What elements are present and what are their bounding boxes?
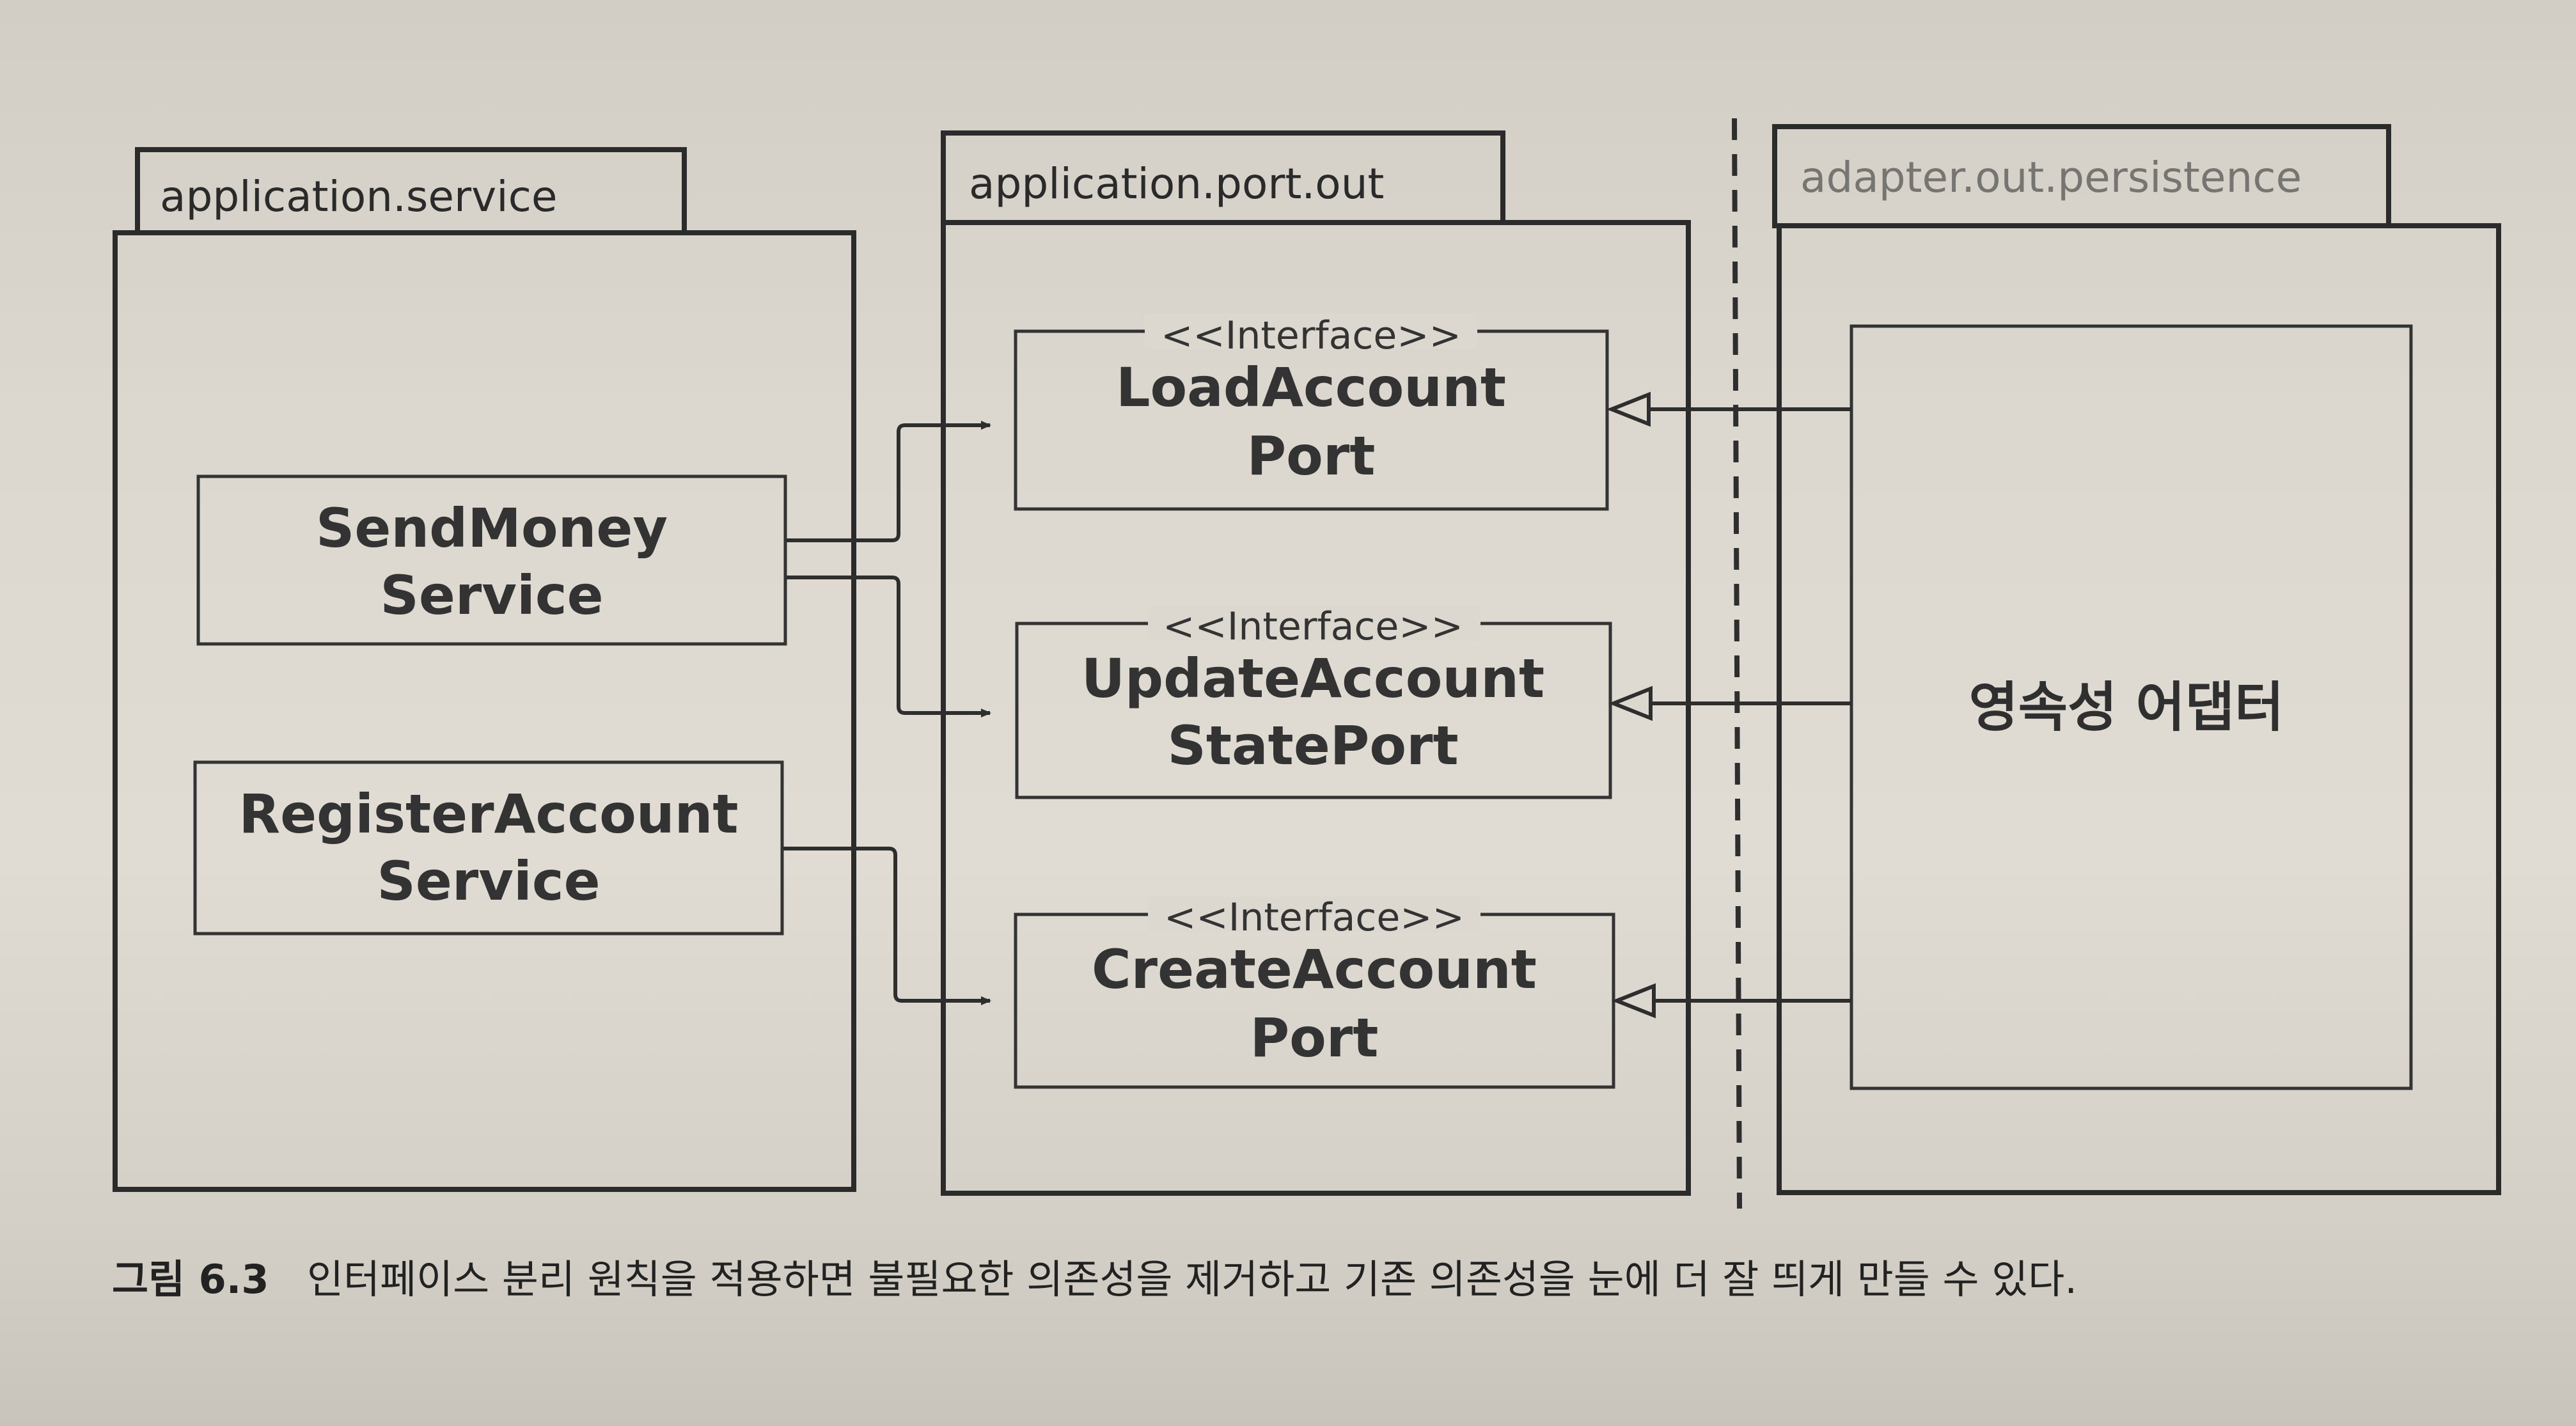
figure-number: 그림 6.3 [112,1256,269,1303]
package-application-service: application.service [113,147,856,1192]
package-body [113,230,856,1192]
create-account-label-line2: Port [1250,1007,1379,1069]
send-money-label-line1: SendMoney [316,497,668,560]
update-account-label-line1: UpdateAccount [1081,647,1544,710]
realization-update-account-state [1608,686,1851,721]
package-body [1777,223,2501,1195]
update-account-label-line2: StatePort [1167,714,1458,777]
create-account-port-box: <<Interface>> CreateAccount Port [1014,895,1615,1089]
interface-stereotype: <<Interface>> [1164,895,1465,940]
register-account-label-line2: Service [377,850,600,913]
realization-load-account [1606,391,1851,427]
realization-create-account [1611,983,1851,1019]
arrow-send-money-to-load-account [787,421,991,542]
package-label-port-out: application.port.out [969,159,1384,208]
create-account-label-line1: CreateAccount [1092,938,1537,1001]
interface-stereotype: <<Interface>> [1161,313,1461,358]
package-label-persistence: adapter.out.persistence [1800,153,2302,202]
arrow-register-account-to-create-account [783,847,991,1005]
package-body [941,220,1691,1196]
package-adapter-out-persistence: adapter.out.persistence [1772,124,2501,1195]
package-application-port-out: application.port.out [941,130,1691,1196]
figure-caption: 그림 6.3 인터페이스 분리 원칙을 적용하면 불필요한 의존성을 제거하고 … [112,1256,2077,1303]
package-label-service: application.service [160,172,557,221]
send-money-service-box: SendMoney Service [196,474,787,646]
figure-caption-text: 인터페이스 분리 원칙을 적용하면 불필요한 의존성을 제거하고 기존 의존성을… [307,1256,2077,1303]
load-account-label-line2: Port [1247,425,1376,487]
register-account-service-box: RegisterAccount Service [193,760,784,936]
update-account-state-port-box: <<Interface>> UpdateAccount StatePort [1015,604,1612,799]
load-account-port-box: <<Interface>> LoadAccount Port [1014,313,1609,511]
send-money-label-line2: Service [380,564,603,627]
arrow-send-money-to-update-account-state [787,576,991,717]
persistence-adapter-box: 영속성 어댑터 [1850,324,2413,1090]
load-account-label-line1: LoadAccount [1116,356,1506,419]
boundary-dashed-line [1732,118,1742,1209]
register-account-label-line1: RegisterAccount [239,783,738,845]
persistence-adapter-label: 영속성 어댑터 [1969,676,2284,739]
interface-stereotype: <<Interface>> [1163,604,1463,649]
